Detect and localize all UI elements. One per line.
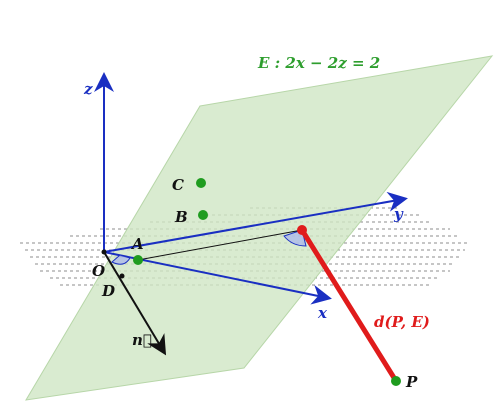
normal-vector-label: n⃗ [132,331,152,349]
plane-E [25,55,494,401]
plane-equation-label: E : 2x − 2z = 2 [257,54,380,72]
y-axis-label: y [393,205,404,223]
segment-A-foot [137,229,303,261]
point-B [198,210,208,220]
foot-point [297,225,307,235]
point-A [133,255,143,265]
distance-segment [299,227,399,384]
point-A-label: A [130,235,144,253]
point-B-label: B [174,208,188,226]
x-axis-label: x [317,304,328,322]
point-P [391,376,401,386]
right-angle-marker-O [111,254,131,265]
y-axis [103,191,408,253]
point-P-label: P [405,373,418,391]
point-O [101,249,107,255]
point-D [119,273,125,279]
point-C [196,178,206,188]
point-O-label: O [92,262,105,280]
distance-label: d(P, E) [374,313,430,331]
point-C-label: C [172,176,184,194]
normal-vector [103,251,167,356]
point-D-label: D [101,282,115,300]
z-axis-label: z [83,80,93,98]
